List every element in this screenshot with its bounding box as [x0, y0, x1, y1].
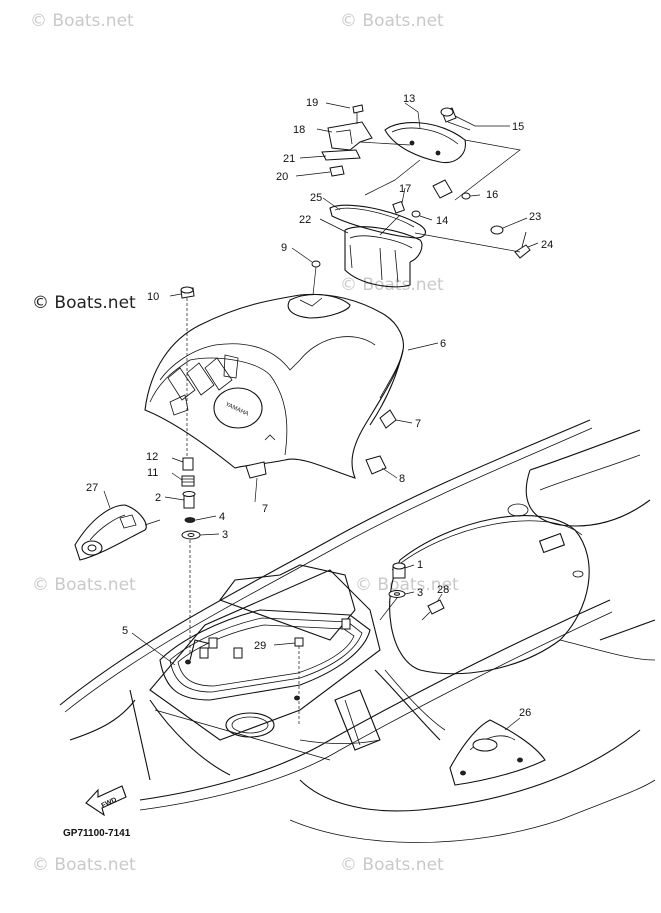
- brand-mark: YAMAHA: [224, 402, 249, 418]
- watermark-6: © Boats.net: [355, 575, 459, 595]
- callout-3-left: 3: [222, 529, 228, 541]
- callout-3-right: 3: [417, 587, 423, 599]
- upper-hardware[interactable]: [321, 104, 531, 259]
- callout-18: 18: [293, 124, 305, 136]
- callout-17: 17: [399, 183, 411, 195]
- watermark-7: © Boats.net: [32, 855, 136, 875]
- callout-11: 11: [147, 467, 158, 479]
- callout-7-upper: 7: [415, 418, 421, 430]
- watermarks: © Boats.net © Boats.net © Boats.net © Bo…: [30, 11, 459, 875]
- drawing-code: GP71100-7141: [63, 828, 131, 839]
- watermark-5: © Boats.net: [32, 575, 136, 595]
- callouts: 19 13 15 18 21 20 17 16 14 25 22 23 24 9…: [63, 93, 553, 839]
- hood-cover[interactable]: YAMAHA: [144, 293, 404, 479]
- fwd-label: FWD: [101, 797, 118, 810]
- watermark-4: © Boats.net: [32, 293, 136, 313]
- callout-12: 12: [146, 451, 158, 463]
- callout-15: 15: [512, 121, 524, 133]
- callout-8: 8: [399, 473, 405, 485]
- callout-7-lower: 7: [262, 503, 268, 515]
- callout-4: 4: [219, 511, 225, 523]
- callout-28: 28: [437, 584, 449, 596]
- callout-2: 2: [155, 492, 161, 504]
- callout-22: 22: [299, 214, 311, 226]
- storage-bin[interactable]: [159, 564, 371, 701]
- duct-parts[interactable]: [329, 204, 426, 288]
- deck-outline: [59, 419, 656, 843]
- watermark-3: © Boats.net: [340, 275, 444, 295]
- callout-23: 23: [529, 211, 541, 223]
- watermark-2: © Boats.net: [340, 11, 444, 31]
- callout-20: 20: [276, 171, 288, 183]
- callout-9: 9: [281, 242, 287, 254]
- leader-lines: [103, 102, 539, 731]
- callout-27: 27: [86, 482, 98, 494]
- callout-21: 21: [283, 153, 295, 165]
- callout-5: 5: [122, 625, 128, 637]
- callout-16: 16: [486, 189, 498, 201]
- watermark-1: © Boats.net: [30, 11, 134, 31]
- callout-24: 24: [541, 239, 553, 251]
- callout-29: 29: [254, 640, 266, 652]
- callout-6: 6: [440, 338, 446, 350]
- callout-10: 10: [147, 291, 159, 303]
- fwd-arrow: FWD: [85, 785, 127, 817]
- callout-19: 19: [306, 97, 318, 109]
- callout-25: 25: [310, 192, 322, 204]
- callout-1: 1: [417, 559, 423, 571]
- small-parts[interactable]: [74, 260, 546, 786]
- watermark-8: © Boats.net: [340, 855, 444, 875]
- callout-13: 13: [403, 93, 415, 105]
- callout-14: 14: [436, 215, 448, 227]
- callout-26: 26: [519, 707, 531, 719]
